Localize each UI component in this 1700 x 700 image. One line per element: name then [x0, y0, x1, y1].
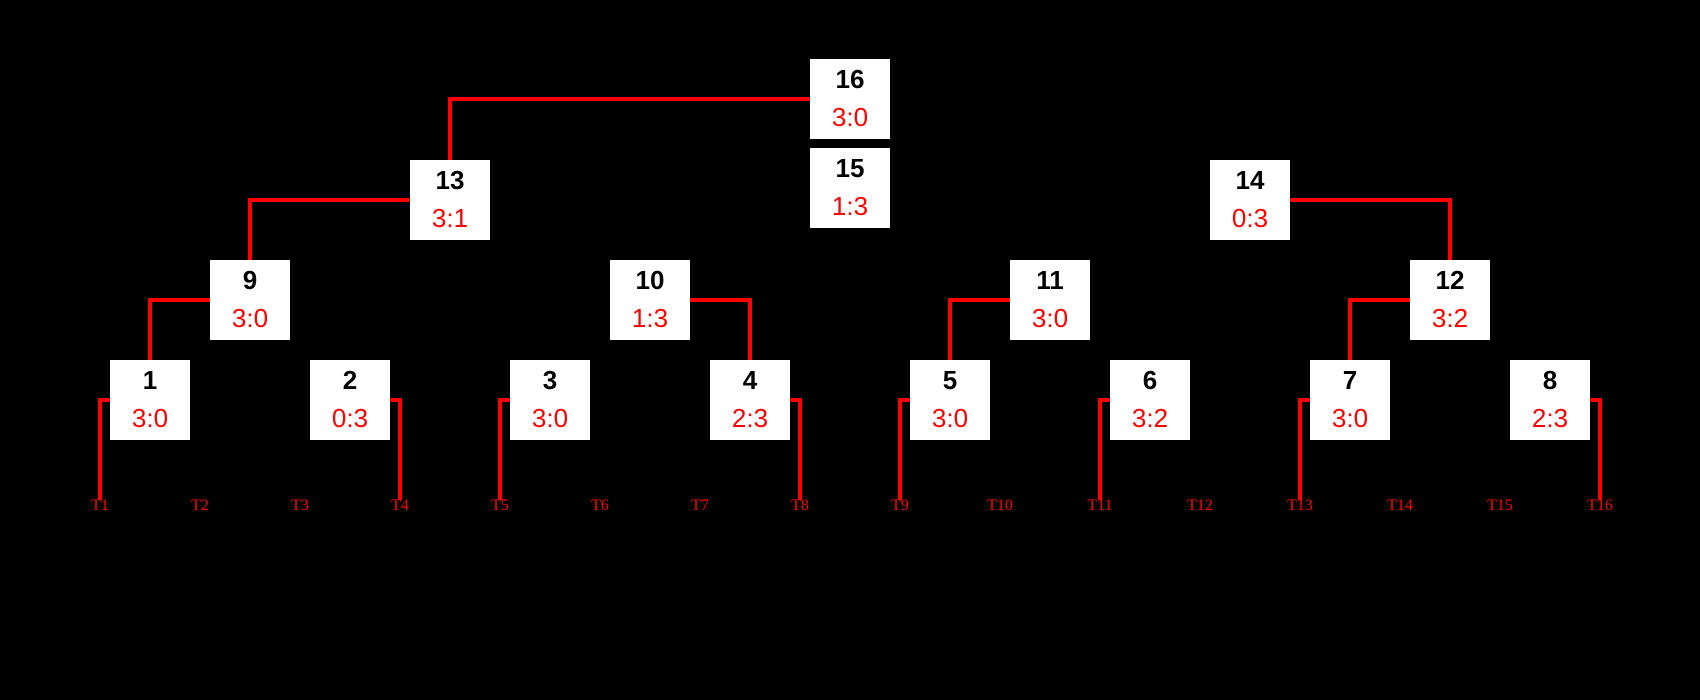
match-score: 3:0 — [1031, 303, 1069, 333]
match-number: 10 — [635, 265, 665, 295]
team-label-t9: T9 — [891, 497, 909, 514]
connector-m9-m13-h — [248, 198, 410, 202]
team-label-t6: T6 — [591, 497, 609, 514]
match-number: 4 — [742, 365, 758, 395]
match-box-3: 3 3:0 — [510, 360, 590, 440]
match-box-16: 16 3:0 — [810, 59, 890, 139]
teamline-t11-v — [1098, 398, 1102, 500]
match-box-13: 13 3:1 — [410, 160, 490, 240]
match-box-12: 12 3:2 — [1410, 260, 1490, 340]
match-number: 11 — [1036, 265, 1064, 295]
connector-m12-m14-h — [1290, 198, 1452, 202]
match-number: 3 — [542, 365, 558, 395]
match-number: 12 — [1435, 265, 1465, 295]
team-label-t2: T2 — [191, 497, 209, 514]
team-label-t7: T7 — [691, 497, 709, 514]
match-box-15: 15 1:3 — [810, 148, 890, 228]
match-box-4: 4 2:3 — [710, 360, 790, 440]
match-score: 2:3 — [1531, 403, 1569, 433]
match-score: 3:0 — [531, 403, 569, 433]
match-score: 3:0 — [931, 403, 969, 433]
teamline-t9-h — [898, 398, 910, 402]
connector-m5-m11-h — [948, 298, 1010, 302]
teamline-t13-h — [1298, 398, 1310, 402]
match-box-9: 9 3:0 — [210, 260, 290, 340]
teamline-t13-v — [1298, 398, 1302, 500]
team-label-t1: T1 — [91, 497, 109, 514]
connector-m7-m12-h — [1348, 298, 1410, 302]
teamline-t1-h — [98, 398, 110, 402]
team-label-t8: T8 — [791, 497, 809, 514]
teamline-t5-v — [498, 398, 502, 500]
match-number: 2 — [342, 365, 358, 395]
match-box-2: 2 0:3 — [310, 360, 390, 440]
team-label-t3: T3 — [291, 497, 309, 514]
match-number: 6 — [1142, 365, 1158, 395]
team-label-t10: T10 — [987, 497, 1013, 514]
match-number: 13 — [435, 165, 465, 195]
match-box-1: 1 3:0 — [110, 360, 190, 440]
match-score: 3:2 — [1131, 403, 1169, 433]
team-label-t11: T11 — [1087, 497, 1113, 514]
match-box-10: 10 1:3 — [610, 260, 690, 340]
teamline-t1-v — [98, 398, 102, 500]
match-score: 3:2 — [1431, 303, 1469, 333]
match-score: 2:3 — [731, 403, 769, 433]
teamline-t11-h — [1098, 398, 1110, 402]
match-box-8: 8 2:3 — [1510, 360, 1590, 440]
connector-m13-m16-v — [448, 97, 452, 160]
teamline-t9-v — [898, 398, 902, 500]
team-label-t12: T12 — [1187, 497, 1213, 514]
match-number: 14 — [1235, 165, 1265, 195]
match-score: 3:0 — [131, 403, 169, 433]
match-number: 15 — [835, 153, 865, 183]
teamline-t4-h — [390, 398, 402, 402]
team-label-t16: T16 — [1587, 497, 1613, 514]
team-label-t15: T15 — [1487, 497, 1513, 514]
connector-m5-m11-v — [948, 298, 952, 360]
match-number: 7 — [1342, 365, 1358, 395]
connector-m9-m13-v — [248, 198, 252, 260]
teamline-t16-h — [1590, 398, 1602, 402]
teamline-t8-h — [790, 398, 802, 402]
match-score: 3:0 — [1331, 403, 1369, 433]
connector-m12-m14-v — [1448, 198, 1452, 260]
connector-m7-m12-v — [1348, 298, 1352, 360]
teamline-t4-v — [398, 398, 402, 500]
connector-m4-m10-v — [748, 298, 752, 360]
match-box-6: 6 3:2 — [1110, 360, 1190, 440]
team-label-t14: T14 — [1387, 497, 1413, 514]
teamline-t5-h — [498, 398, 510, 402]
match-number: 9 — [242, 265, 258, 295]
match-box-11: 11 3:0 — [1010, 260, 1090, 340]
connector-m13-m16-h — [448, 97, 810, 101]
connector-m1-m9-h — [148, 298, 210, 302]
match-number: 16 — [835, 64, 865, 94]
match-score: 3:0 — [831, 102, 869, 132]
team-label-t13: T13 — [1287, 497, 1313, 514]
match-box-7: 7 3:0 — [1310, 360, 1390, 440]
match-score: 3:1 — [431, 203, 469, 233]
match-box-5: 5 3:0 — [910, 360, 990, 440]
match-number: 1 — [142, 365, 158, 395]
team-label-t5: T5 — [491, 497, 509, 514]
match-number: 8 — [1542, 365, 1558, 395]
teamline-t16-v — [1598, 398, 1602, 500]
match-number: 5 — [942, 365, 958, 395]
match-score: 0:3 — [331, 403, 369, 433]
team-label-t4: T4 — [391, 497, 409, 514]
match-box-14: 14 0:3 — [1210, 160, 1290, 240]
teamline-t8-v — [798, 398, 802, 500]
match-score: 1:3 — [831, 191, 869, 221]
match-score: 1:3 — [631, 303, 669, 333]
match-score: 0:3 — [1231, 203, 1269, 233]
connector-m4-m10-h — [690, 298, 752, 302]
connector-m1-m9-v — [148, 298, 152, 360]
match-score: 3:0 — [231, 303, 269, 333]
